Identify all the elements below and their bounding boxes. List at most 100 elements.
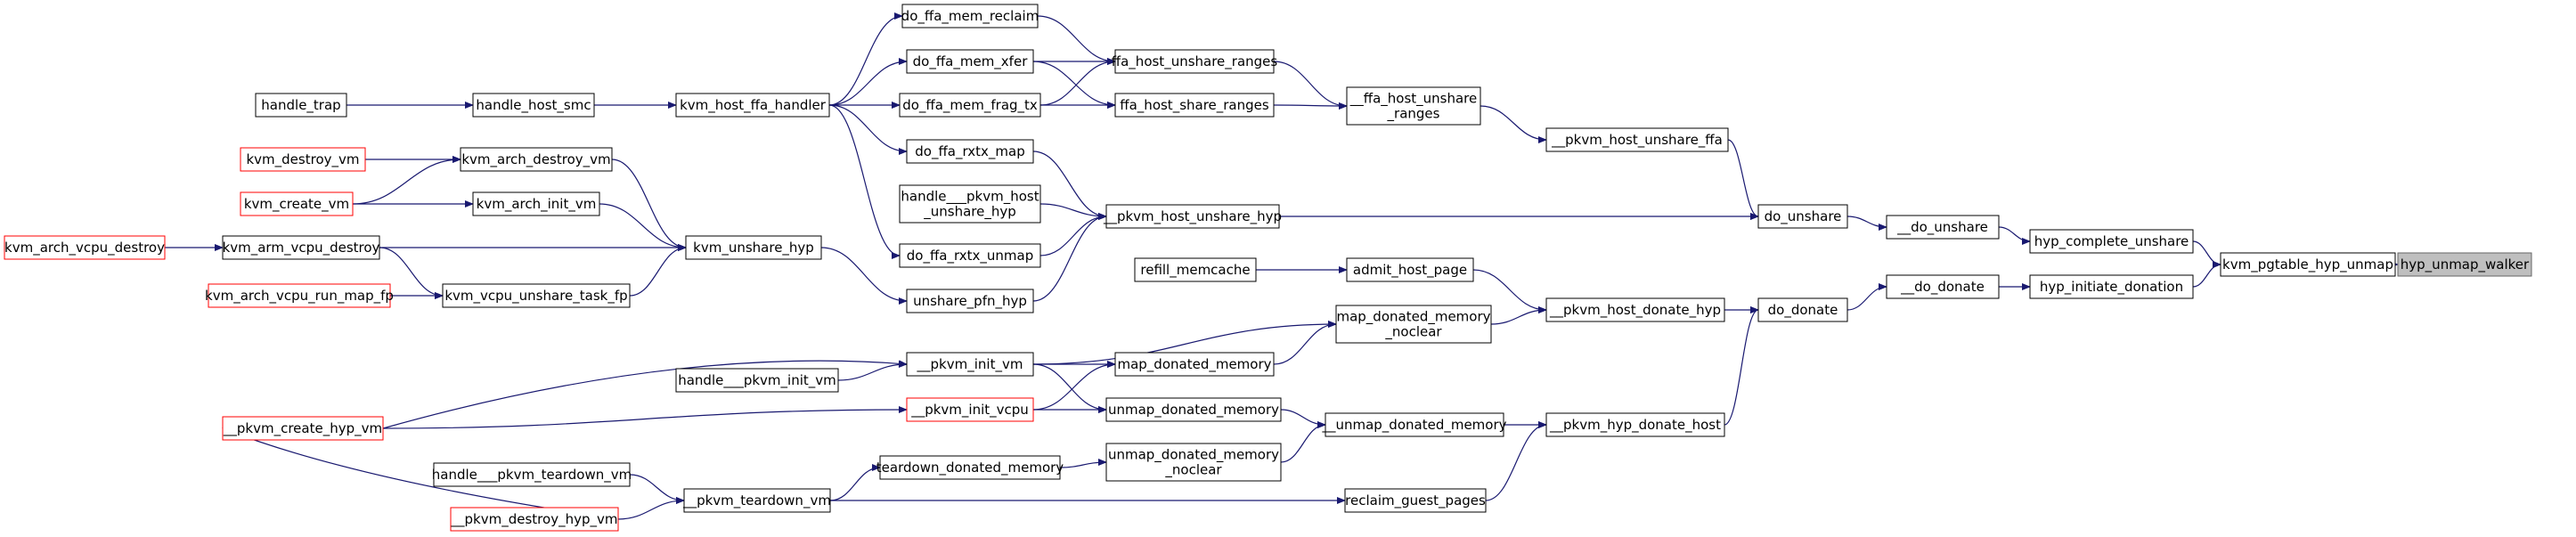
node-kvm-destroy-vm[interactable]: kvm_destroy_vm xyxy=(240,147,366,172)
node-label: __pkvm_init_vcpu xyxy=(910,402,1029,419)
node-pkvm-create-hyp-vm[interactable]: __pkvm_create_hyp_vm xyxy=(222,416,384,441)
edge-pkvm-host-unshare-ffa-to-do-unshare xyxy=(1727,139,1759,220)
node-unmap-donated-memory[interactable]: unmap_donated_memory xyxy=(1105,397,1282,422)
node-box xyxy=(450,507,619,532)
node-reclaim-guest-pages[interactable]: reclaim_guest_pages xyxy=(1344,488,1487,513)
node-hyp-unmap-walker[interactable]: hyp_unmap_walker xyxy=(2397,252,2532,277)
node-hyp-initiate-donation[interactable]: hyp_initiate_donation xyxy=(2029,274,2194,299)
node-ffa-host-unshare-ranges[interactable]: ffa_host_unshare_ranges xyxy=(1112,49,1278,74)
node-label: do_ffa_rxtx_map xyxy=(915,143,1024,160)
node-do-ffa-mem-reclaim[interactable]: do_ffa_mem_reclaim xyxy=(901,4,1039,28)
node-box xyxy=(1335,305,1492,344)
node-box xyxy=(675,93,830,118)
node-map-donated-memory-noclear[interactable]: map_donated_memory_noclear xyxy=(1335,305,1492,344)
node-pkvm-host-unshare-ffa[interactable]: __pkvm_host_unshare_ffa xyxy=(1545,127,1729,152)
node-ffa-host-unshare-ranges[interactable]: __ffa_host_unshare_ranges xyxy=(1346,86,1481,126)
node-kvm-arm-vcpu-destroy[interactable]: kvm_arm_vcpu_destroy xyxy=(222,235,380,260)
node-do-ffa-rxtx-map[interactable]: do_ffa_rxtx_map xyxy=(906,139,1034,164)
node-teardown-donated-memory[interactable]: teardown_donated_memory xyxy=(876,455,1064,480)
node-pkvm-teardown-vm[interactable]: __pkvm_teardown_vm xyxy=(682,488,831,513)
edge-kvm-host-ffa-handler-to-do-ffa-mem-reclaim xyxy=(828,12,903,106)
node-box xyxy=(906,49,1034,74)
node-unmap-donated-memory-noclear[interactable]: unmap_donated_memory_noclear xyxy=(1105,443,1282,482)
node-pkvm-destroy-hyp-vm[interactable]: __pkvm_destroy_hyp_vm xyxy=(450,507,619,532)
node-kvm-arch-vcpu-destroy[interactable]: kvm_arch_vcpu_destroy xyxy=(4,235,166,260)
node-unmap-donated-memory[interactable]: __unmap_donated_memory xyxy=(1321,412,1507,437)
node-label: _noclear xyxy=(1164,462,1222,479)
node-do-ffa-rxtx-unmap[interactable]: do_ffa_rxtx_unmap xyxy=(899,243,1041,268)
node-do-ffa-mem-frag-tx[interactable]: do_ffa_mem_frag_tx xyxy=(899,93,1041,118)
node-box xyxy=(2397,252,2532,277)
node-box xyxy=(906,139,1034,164)
node-pkvm-init-vcpu[interactable]: __pkvm_init_vcpu xyxy=(906,397,1034,422)
node-box xyxy=(1545,297,1725,322)
node-handle-pkvm-init-vm[interactable]: handle___pkvm_init_vm xyxy=(675,368,839,393)
node-box xyxy=(1545,412,1725,437)
node-label: hyp_unmap_walker xyxy=(2401,256,2530,273)
node-label: kvm_arch_init_vm xyxy=(477,196,597,213)
node-kvm-arch-vcpu-run-map-fp[interactable]: kvm_arch_vcpu_run_map_fp xyxy=(205,283,394,308)
node-refill-memcache[interactable]: refill_memcache xyxy=(1134,257,1257,282)
node-handle-pkvm-host-unshare-hyp[interactable]: handle___pkvm_host_unshare_hyp xyxy=(899,184,1041,224)
node-box xyxy=(208,283,391,308)
node-handle-pkvm-teardown-vm[interactable]: handle___pkvm_teardown_vm xyxy=(432,462,632,487)
node-map-donated-memory[interactable]: map_donated_memory xyxy=(1114,352,1275,377)
node-do-unshare[interactable]: do_unshare xyxy=(1757,204,1848,229)
edge-do-donate-to-do-donate xyxy=(1846,283,1887,311)
node-label: do_ffa_mem_reclaim xyxy=(901,8,1039,25)
node-box xyxy=(433,462,631,487)
node-label: refill_memcache xyxy=(1140,262,1250,279)
node-unshare-pfn-hyp[interactable]: unshare_pfn_hyp xyxy=(906,289,1034,313)
node-handle-trap[interactable]: handle_trap xyxy=(255,93,347,118)
node-do-donate[interactable]: do_donate xyxy=(1757,297,1848,322)
edge-handle-pkvm-init-vm-to-pkvm-init-vm xyxy=(837,361,908,381)
node-admit-host-page[interactable]: admit_host_page xyxy=(1346,257,1474,282)
node-box xyxy=(675,368,839,393)
node-do-ffa-mem-xfer[interactable]: do_ffa_mem_xfer xyxy=(906,49,1034,74)
node-label: map_donated_memory xyxy=(1117,356,1271,373)
node-label: ffa_host_share_ranges xyxy=(1120,97,1269,114)
node-handle-host-smc[interactable]: handle_host_smc xyxy=(472,93,595,118)
node-kvm-arch-init-vm[interactable]: kvm_arch_init_vm xyxy=(472,191,600,216)
edge-hyp-initiate-donation-to-kvm-pgtable-hyp-unmap xyxy=(2192,261,2221,288)
node-label: kvm_arch_vcpu_run_map_fp xyxy=(205,288,394,305)
node-kvm-arch-destroy-vm[interactable]: kvm_arch_destroy_vm xyxy=(460,147,613,172)
node-pkvm-hyp-donate-host[interactable]: __pkvm_hyp_donate_host xyxy=(1545,412,1725,437)
node-ffa-host-share-ranges[interactable]: ffa_host_share_ranges xyxy=(1114,93,1275,118)
edge-unmap-donated-memory-noclear-to-unmap-donated-memory xyxy=(1280,421,1326,463)
node-box xyxy=(683,488,831,513)
node-label: kvm_arch_vcpu_destroy xyxy=(4,240,165,256)
node-label: __pkvm_destroy_hyp_vm xyxy=(451,511,618,528)
node-do-unshare[interactable]: __do_unshare xyxy=(1886,215,2000,240)
node-box xyxy=(472,93,595,118)
node-box xyxy=(685,235,822,260)
node-hyp-complete-unshare[interactable]: hyp_complete_unshare xyxy=(2029,229,2194,254)
edge-pkvm-hyp-donate-host-to-do-donate xyxy=(1724,306,1759,426)
node-box xyxy=(899,243,1041,268)
edge-do-ffa-mem-reclaim-to-ffa-host-unshare-ranges xyxy=(1037,15,1116,65)
node-pkvm-init-vm[interactable]: __pkvm_init_vm xyxy=(906,352,1034,377)
node-kvm-unshare-hyp[interactable]: kvm_unshare_hyp xyxy=(685,235,822,260)
node-do-donate[interactable]: __do_donate xyxy=(1886,274,2000,299)
edge-pkvm-destroy-hyp-vm-to-pkvm-teardown-vm xyxy=(617,497,685,520)
node-kvm-create-vm[interactable]: kvm_create_vm xyxy=(240,191,354,216)
node-pkvm-host-unshare-hyp[interactable]: __pkvm_host_unshare_hyp xyxy=(1103,204,1282,229)
node-label: kvm_pgtable_hyp_unmap xyxy=(2222,256,2393,273)
node-label: unmap_donated_memory xyxy=(1108,402,1279,419)
node-label: _ranges xyxy=(1387,106,1440,123)
node-label: __do_unshare xyxy=(1896,219,1988,236)
node-label: __pkvm_init_vm xyxy=(917,356,1023,373)
edge-ffa-host-unshare-ranges-to-pkvm-host-unshare-ffa xyxy=(1480,105,1547,143)
node-box xyxy=(879,455,1061,480)
node-label: unshare_pfn_hyp xyxy=(913,293,1027,310)
node-pkvm-host-donate-hyp[interactable]: __pkvm_host_donate_hyp xyxy=(1545,297,1725,322)
node-box xyxy=(906,289,1034,313)
node-kvm-vcpu-unshare-task-fp[interactable]: kvm_vcpu_unshare_task_fp xyxy=(442,283,631,308)
node-box xyxy=(1346,86,1481,126)
node-kvm-pgtable-hyp-unmap[interactable]: kvm_pgtable_hyp_unmap xyxy=(2220,252,2396,277)
edge-kvm-arm-vcpu-destroy-to-kvm-vcpu-unshare-task-fp xyxy=(379,247,444,299)
node-kvm-host-ffa-handler[interactable]: kvm_host_ffa_handler xyxy=(675,93,830,118)
edge-do-unshare-to-do-unshare xyxy=(1846,216,1887,231)
node-label: handle_trap xyxy=(261,97,340,114)
node-label: hyp_initiate_donation xyxy=(2040,279,2183,296)
